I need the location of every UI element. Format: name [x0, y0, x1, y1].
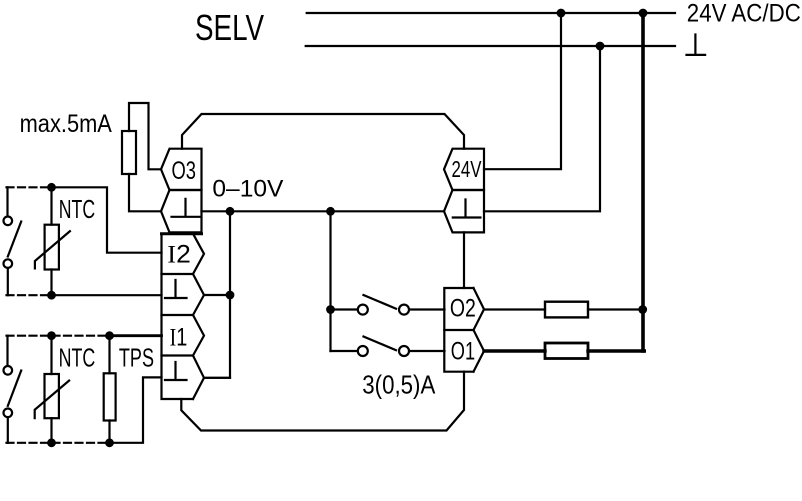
svg-text:O3: O3: [172, 157, 197, 185]
svg-text:I2: I2: [167, 240, 191, 268]
svg-text:I1: I1: [170, 324, 188, 352]
svg-text:3(0,5)A: 3(0,5)A: [362, 372, 435, 400]
svg-text:NTC: NTC: [59, 196, 95, 224]
svg-text:O1: O1: [451, 338, 475, 366]
svg-text:SELV: SELV: [195, 7, 264, 48]
svg-text:NTC: NTC: [59, 345, 96, 373]
svg-text:max.5mA: max.5mA: [20, 110, 113, 138]
svg-text:24V AC/DC: 24V AC/DC: [687, 0, 801, 28]
svg-text:24V: 24V: [452, 156, 482, 182]
svg-text:0–10V: 0–10V: [212, 176, 283, 203]
svg-text:TPS: TPS: [119, 345, 154, 373]
svg-text:O2: O2: [450, 295, 476, 323]
